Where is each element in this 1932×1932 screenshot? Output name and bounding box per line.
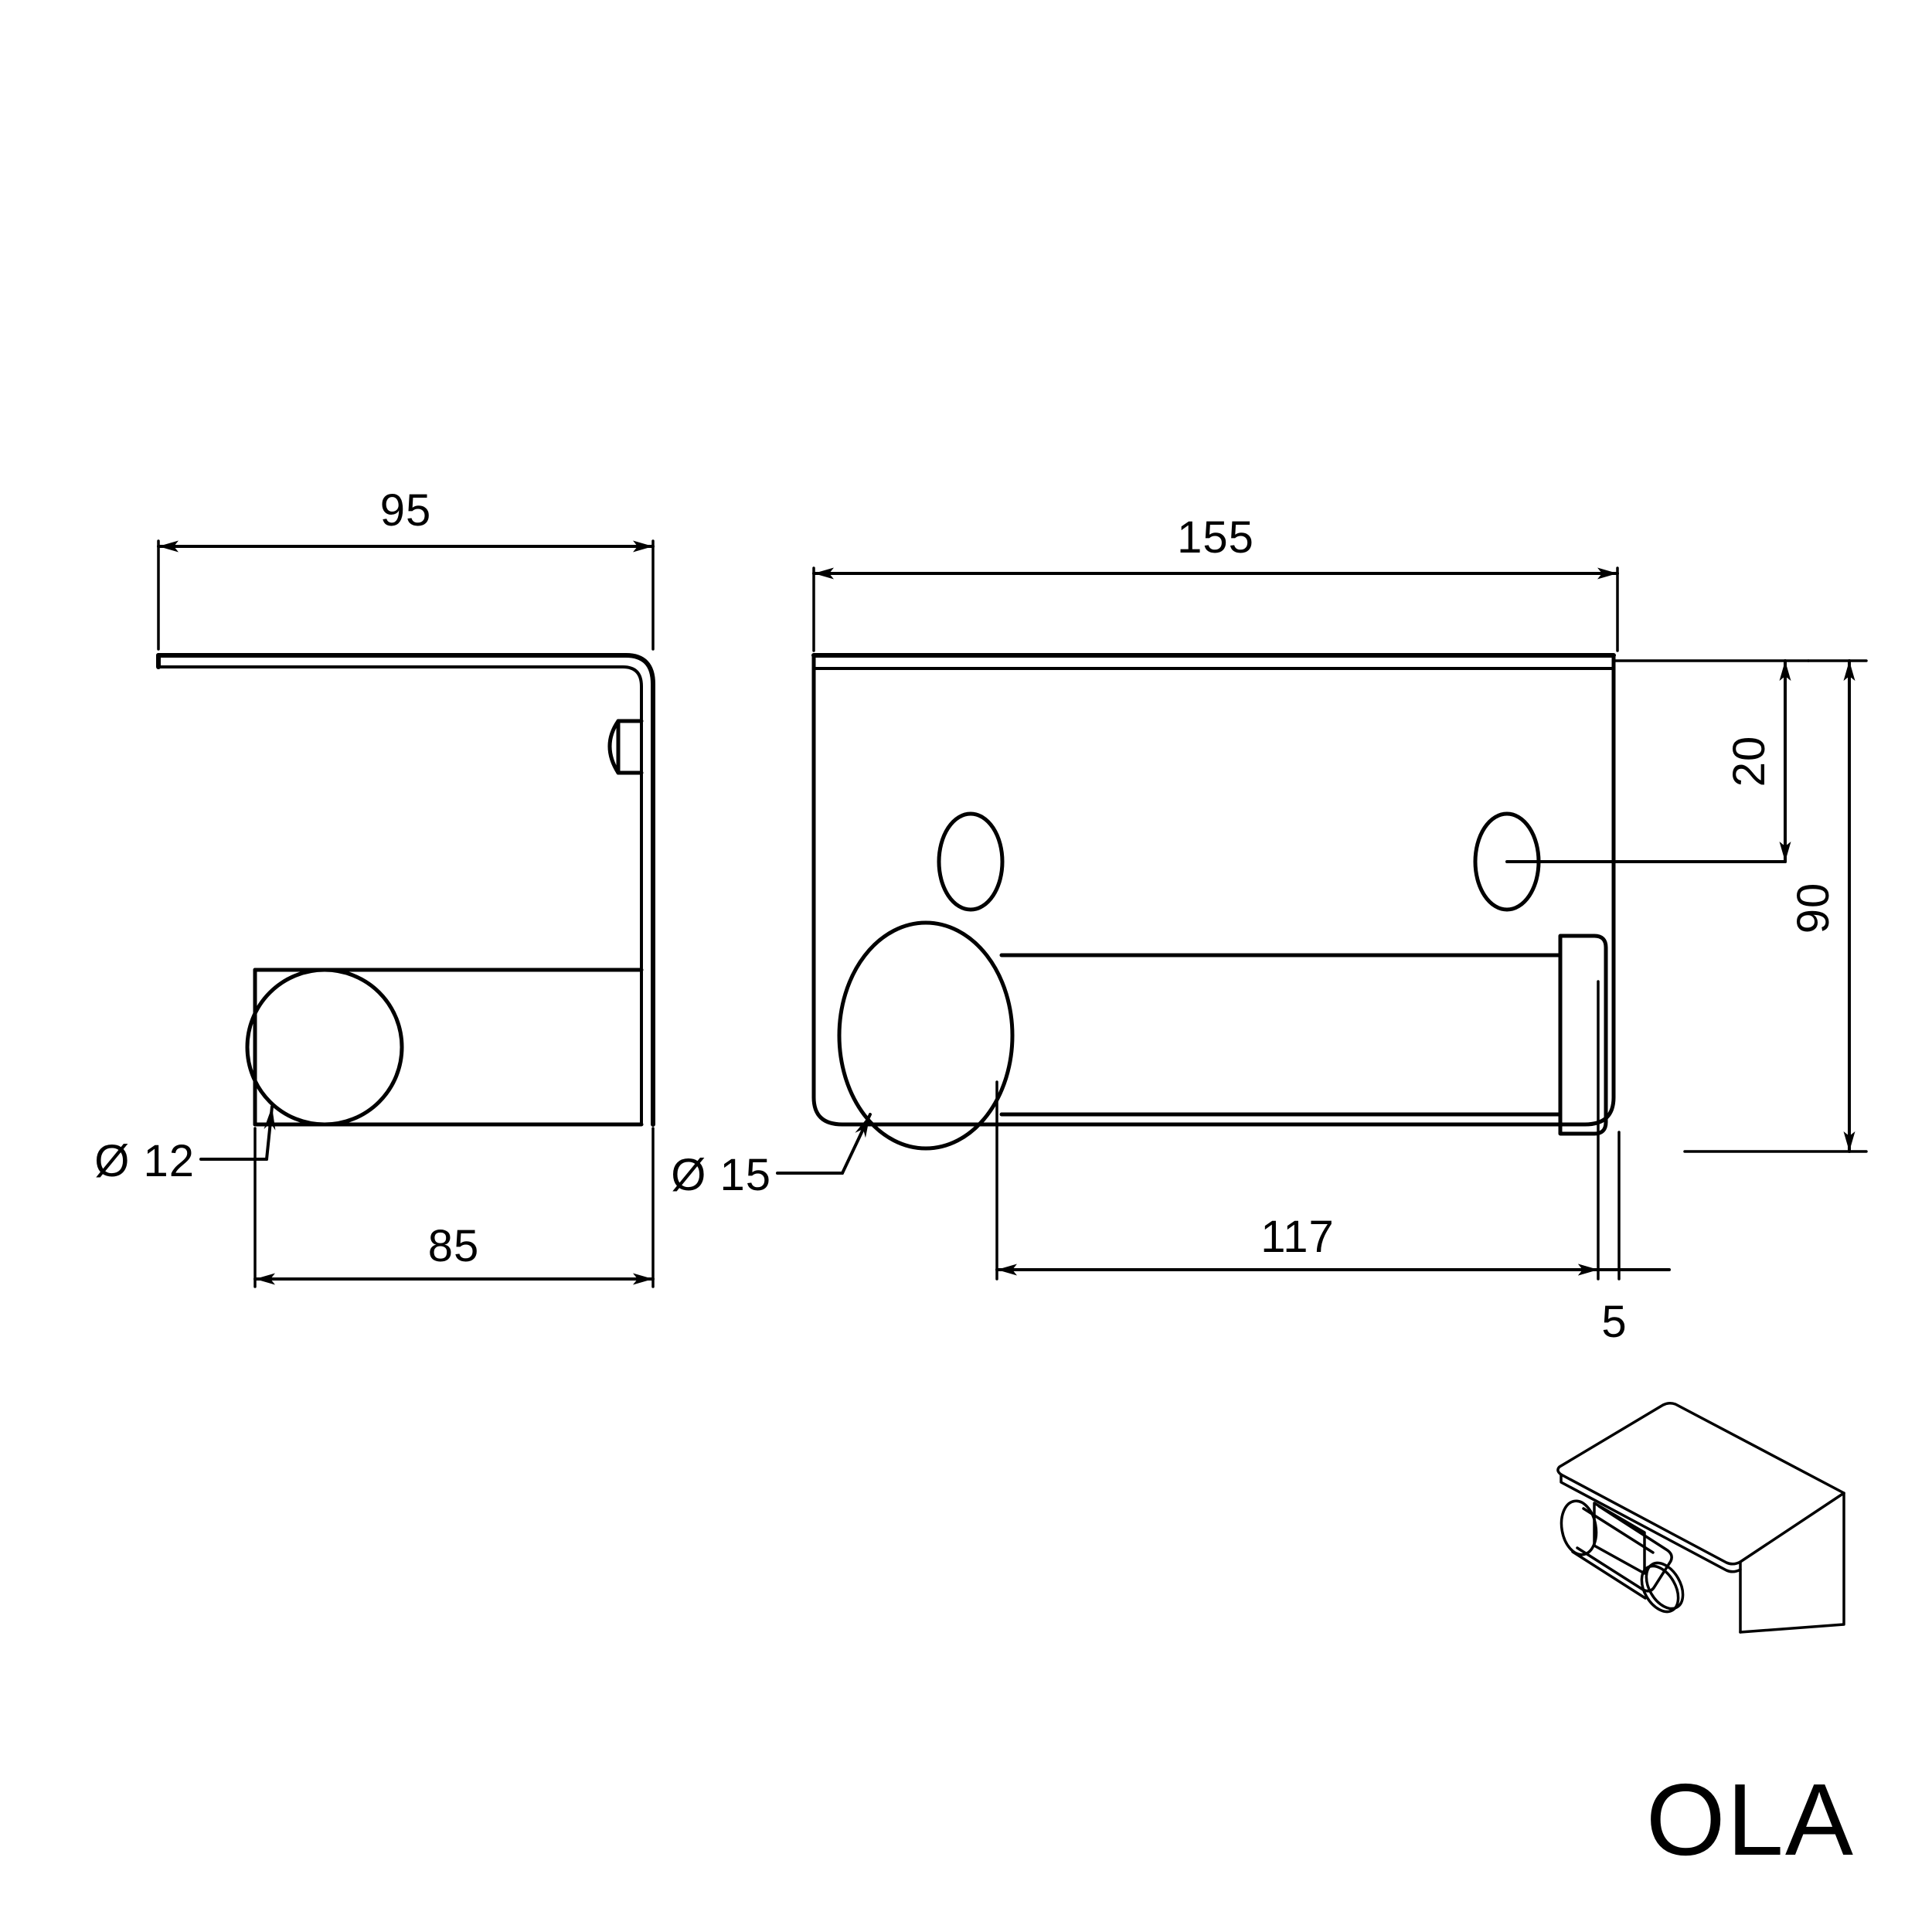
dimension-90: 90 <box>1683 659 1868 1153</box>
side-rod-circle <box>245 968 404 1127</box>
iso-rod-right-cap <box>1640 1564 1680 1614</box>
dim-117-label: 117 <box>1260 1212 1334 1262</box>
dia12-leader-arrow <box>264 1105 276 1161</box>
side-shelf-outer-profile <box>156 653 655 1127</box>
front-mounting-hole-left <box>937 811 1005 912</box>
iso-shelf-top-face <box>1556 1401 1845 1566</box>
dimension-20: 20 <box>1614 659 1810 863</box>
dia12-label: Ø 12 <box>94 1136 195 1186</box>
dimension-117: 117 <box>995 980 1600 1281</box>
dimension-dia15: Ø 15 <box>671 1113 872 1200</box>
dimension-dia12: Ø 12 <box>94 1105 276 1186</box>
dimension-5: 5 <box>1578 1131 1671 1347</box>
dimension-85: 85 <box>253 1127 655 1288</box>
iso-rod-body <box>1576 1505 1673 1593</box>
dimension-155: 155 <box>812 512 1619 652</box>
iso-rod-left-cap <box>1560 1499 1598 1556</box>
dim-95-label: 95 <box>380 485 432 536</box>
iso-rod-right-cap-face <box>1645 1561 1685 1611</box>
dim-85-label: 85 <box>428 1221 480 1271</box>
iso-rod-bracket <box>1593 1502 1646 1575</box>
isometric-view-geometry <box>1556 1401 1845 1634</box>
brand-logo: OLA <box>1646 1763 1855 1876</box>
dim-20-label: 20 <box>1724 736 1774 787</box>
iso-rod-bottom-line <box>1571 1550 1647 1600</box>
front-view-geometry <box>811 653 1616 1151</box>
front-rod-left-end <box>837 920 1015 1151</box>
dim-155-label: 155 <box>1177 512 1254 563</box>
side-shelf-inner-profile <box>157 665 643 1126</box>
iso-back-plate-right <box>1739 1492 1845 1634</box>
iso-rod-top-line <box>1582 1507 1655 1554</box>
front-plate-outline <box>811 653 1616 1127</box>
dia15-label: Ø 15 <box>671 1150 771 1200</box>
dim-5-label: 5 <box>1601 1297 1627 1347</box>
side-mounting-boss <box>607 719 644 775</box>
side-view-geometry <box>156 653 655 1127</box>
dim-90-label: 90 <box>1788 883 1838 934</box>
dimension-95: 95 <box>157 485 655 651</box>
dia15-leader-arrow <box>841 1113 872 1175</box>
